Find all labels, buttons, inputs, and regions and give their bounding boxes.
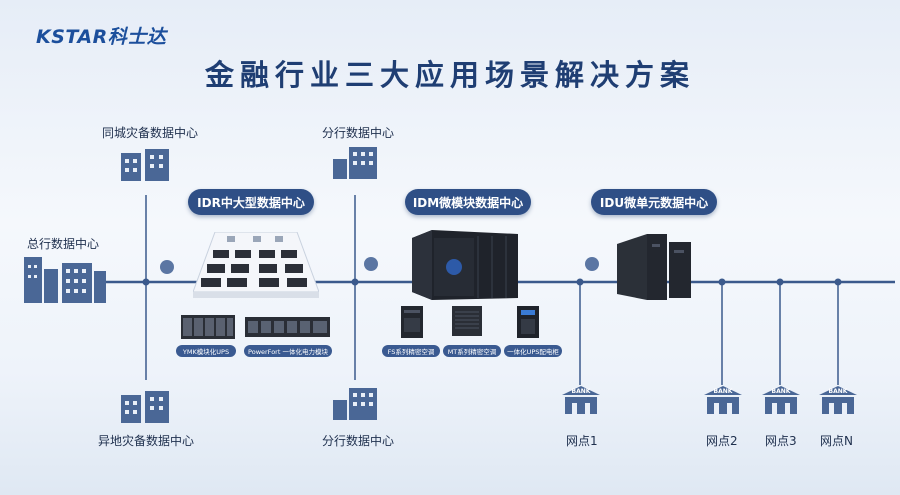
branch-bottom-building-icon — [333, 388, 377, 420]
brand-logo: KSTAR科士达 — [36, 26, 167, 48]
branch-top-building-icon — [333, 147, 377, 179]
bank-icon-2: BANK — [704, 386, 742, 416]
page-title: 金融行业三大应用场景解决方案 — [204, 58, 695, 92]
branch-bottom-label: 分行数据中心 — [322, 434, 395, 448]
ymk-ups-image — [181, 315, 235, 339]
ups-cabinet-image — [517, 306, 539, 338]
outlet-1-label: 网点1 — [566, 434, 598, 448]
bank-sign-1: BANK — [571, 388, 591, 395]
mt-aircon-image — [452, 306, 482, 336]
idm-solution-pill: IDM微模块数据中心 — [405, 189, 531, 215]
bank-icon-3: BANK — [762, 386, 800, 416]
solution-dots — [160, 257, 599, 274]
bank-sign-n: BANK — [828, 388, 848, 395]
same-city-dr-label: 同城灾备数据中心 — [102, 126, 199, 140]
outlet-n-label: 网点N — [820, 434, 853, 448]
idm-micro-module-image — [412, 230, 518, 300]
remote-dr-label: 异地灾备数据中心 — [98, 434, 195, 448]
ups-cabinet-label: 一体化UPS配电柜 — [504, 345, 562, 357]
remote-dr-building-icon — [121, 391, 169, 423]
idr-solution-pill: IDR中大型数据中心 — [188, 189, 314, 215]
bank-sign-3: BANK — [771, 388, 791, 395]
mt-aircon-label: MT系列精密空调 — [443, 345, 501, 357]
ymk-ups-label: YMK模块化UPS — [176, 345, 236, 357]
idu-solution-pill: IDU微单元数据中心 — [591, 189, 717, 215]
fs-aircon-image — [401, 306, 423, 338]
bank-sign-2: BANK — [713, 388, 733, 395]
junction-dots — [142, 278, 842, 286]
same-city-dr-building-icon — [121, 149, 169, 181]
bank-icon-n: BANK — [819, 386, 857, 416]
powerfort-label: PowerFort 一体化电力模块 — [244, 345, 332, 357]
idr-datacenter-image — [193, 232, 319, 298]
powerfort-image — [245, 317, 330, 337]
branch-top-label: 分行数据中心 — [322, 126, 395, 140]
hq-building-icon — [24, 257, 106, 303]
fs-aircon-label: FS系列精密空调 — [382, 345, 440, 357]
hq-label: 总行数据中心 — [27, 237, 100, 251]
idu-micro-unit-image — [617, 234, 691, 300]
outlet-2-label: 网点2 — [706, 434, 738, 448]
outlet-3-label: 网点3 — [765, 434, 797, 448]
bank-icon-1: BANK — [562, 386, 600, 416]
